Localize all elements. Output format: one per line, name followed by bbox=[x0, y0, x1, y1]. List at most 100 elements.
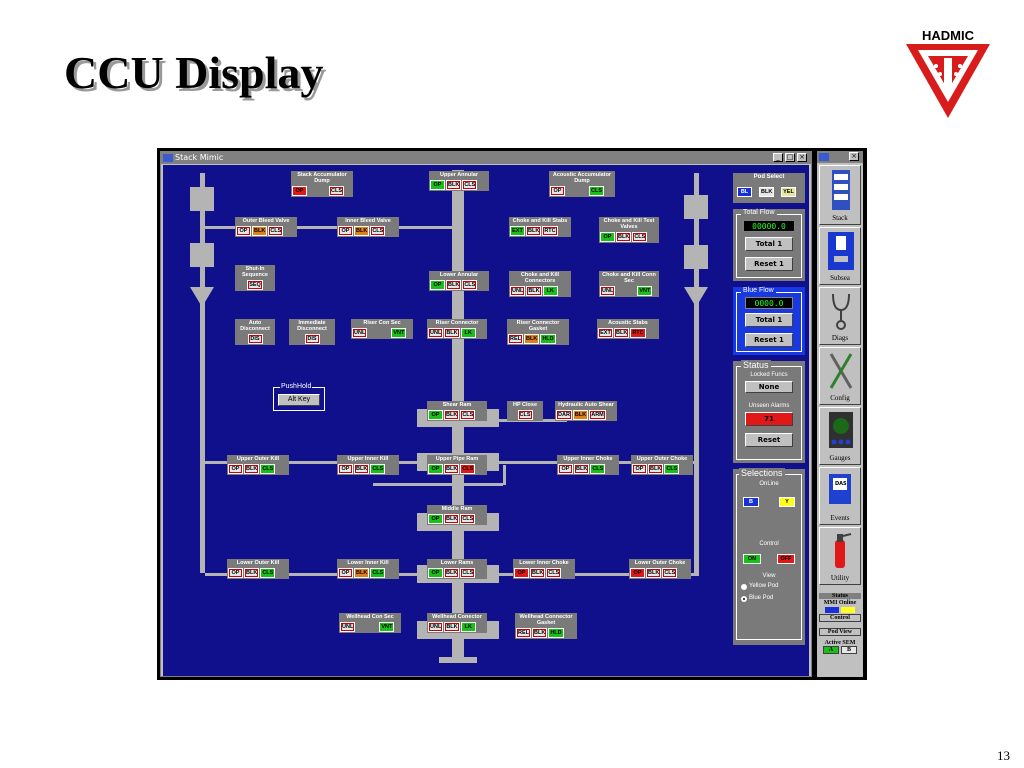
cls-button[interactable]: CLS bbox=[329, 186, 344, 196]
vnt-button[interactable]: VNT bbox=[391, 328, 407, 338]
cls-button[interactable]: CLS bbox=[260, 568, 276, 578]
blk-button[interactable]: BLK bbox=[354, 568, 370, 578]
op-button[interactable]: OP bbox=[550, 186, 565, 196]
blk-button[interactable]: BLK bbox=[444, 568, 460, 578]
cls-button[interactable]: CLS bbox=[260, 464, 276, 474]
op-button[interactable]: OP bbox=[228, 568, 243, 578]
lk-button[interactable]: LK bbox=[460, 622, 476, 632]
op-button[interactable]: OP bbox=[338, 568, 353, 578]
hld-button[interactable]: HLD bbox=[548, 628, 564, 638]
rtc-button[interactable]: RTC bbox=[630, 328, 646, 338]
blk-button[interactable]: BLK bbox=[526, 226, 542, 236]
unl-button[interactable]: UNL bbox=[510, 286, 526, 296]
utility-nav-button[interactable]: Utility bbox=[819, 527, 861, 585]
blk-button[interactable]: BLK bbox=[244, 464, 260, 474]
op-button[interactable]: OP bbox=[338, 226, 353, 236]
blk-button[interactable]: BLK bbox=[444, 464, 460, 474]
cls-button[interactable]: CLS bbox=[460, 514, 476, 524]
minimize-button[interactable]: _ bbox=[773, 153, 783, 162]
ext-button[interactable]: EXT bbox=[598, 328, 613, 338]
total-flow-reset-button[interactable]: Reset 1 bbox=[745, 257, 793, 271]
window-titlebar[interactable]: Stack Mimic _ □ × bbox=[161, 152, 811, 164]
rel-button[interactable]: REL bbox=[516, 628, 531, 638]
op-button[interactable]: OP bbox=[558, 464, 573, 474]
stack-nav-button[interactable]: Stack bbox=[819, 165, 861, 225]
op-button[interactable]: OP bbox=[236, 226, 251, 236]
subsea-nav-button[interactable]: Subsea bbox=[819, 227, 861, 285]
pod-yel-button[interactable]: YEL bbox=[781, 187, 796, 197]
op-button[interactable]: OP bbox=[430, 180, 445, 190]
blk-button[interactable]: BLK bbox=[572, 410, 589, 420]
cls-button[interactable]: CLS bbox=[664, 464, 680, 474]
cls-button[interactable]: CLS bbox=[460, 568, 476, 578]
vnt-button[interactable]: VNT bbox=[637, 286, 653, 296]
cls-button[interactable]: CLS bbox=[546, 568, 562, 578]
cls-button[interactable]: CLS bbox=[370, 226, 386, 236]
cls-button[interactable]: CLS bbox=[462, 180, 478, 190]
gauges-nav-button[interactable]: Gauges bbox=[819, 407, 861, 465]
total-flow-total-button[interactable]: Total 1 bbox=[745, 237, 793, 251]
online-y-button[interactable]: Y bbox=[779, 497, 795, 507]
blk-button[interactable]: BLK bbox=[532, 628, 548, 638]
cls-button[interactable]: CLS bbox=[268, 226, 284, 236]
op-button[interactable]: OP bbox=[632, 464, 647, 474]
op-button[interactable]: OP bbox=[430, 280, 445, 290]
op-button[interactable]: OP bbox=[292, 186, 307, 196]
blk-button[interactable]: BLK bbox=[244, 568, 260, 578]
seq-button[interactable]: SEQ bbox=[247, 280, 263, 290]
op-button[interactable]: OP bbox=[338, 464, 353, 474]
blk-button[interactable]: BLK bbox=[446, 280, 462, 290]
blk-button[interactable]: BLK bbox=[446, 180, 462, 190]
hld-button[interactable]: HLD bbox=[540, 334, 556, 344]
unl-button[interactable]: UNL bbox=[600, 286, 616, 296]
blk-button[interactable]: BLK bbox=[616, 232, 632, 242]
blk-button[interactable]: BLK bbox=[614, 328, 630, 338]
unl-button[interactable]: UNL bbox=[428, 328, 444, 338]
op-button[interactable]: OP bbox=[630, 568, 645, 578]
maximize-button[interactable]: □ bbox=[785, 153, 795, 162]
cls-button[interactable]: CLS bbox=[462, 280, 478, 290]
sem-b-button[interactable]: B bbox=[841, 646, 857, 654]
blk-button[interactable]: BLK bbox=[354, 226, 370, 236]
op-button[interactable]: OP bbox=[228, 464, 243, 474]
lk-button[interactable]: LK bbox=[460, 328, 476, 338]
status-reset-button[interactable]: Reset bbox=[745, 433, 793, 447]
blue-pod-radio[interactable] bbox=[741, 596, 747, 602]
close-button[interactable]: × bbox=[797, 153, 807, 162]
ext-button[interactable]: EXT bbox=[510, 226, 525, 236]
blk-button[interactable]: BLK bbox=[252, 226, 268, 236]
events-nav-button[interactable]: DAS Events bbox=[819, 467, 861, 525]
dis-button[interactable]: DIS bbox=[304, 334, 320, 344]
control-off-button[interactable]: OFF bbox=[777, 554, 795, 564]
blue-flow-reset-button[interactable]: Reset 1 bbox=[745, 333, 793, 347]
rtc-button[interactable]: RTC bbox=[542, 226, 558, 236]
yellow-pod-radio[interactable] bbox=[741, 584, 747, 590]
op-button[interactable]: OP bbox=[428, 568, 443, 578]
lk-button[interactable]: LK bbox=[542, 286, 558, 296]
arm-button[interactable]: ARM bbox=[589, 410, 606, 420]
op-button[interactable]: OP bbox=[428, 410, 443, 420]
config-nav-button[interactable]: Config bbox=[819, 347, 861, 405]
cls-button[interactable]: CLS bbox=[460, 410, 476, 420]
unl-button[interactable]: UNL bbox=[340, 622, 356, 632]
blk-button[interactable]: BLK bbox=[444, 328, 460, 338]
alt-key-button[interactable]: Alt Key bbox=[278, 394, 320, 406]
diags-nav-button[interactable]: Diags bbox=[819, 287, 861, 345]
sem-a-button[interactable]: A bbox=[823, 646, 839, 654]
online-b-button[interactable]: B bbox=[743, 497, 759, 507]
op-button[interactable]: OP bbox=[600, 232, 615, 242]
cls-button[interactable]: CLS bbox=[370, 568, 386, 578]
blk-button[interactable]: BLK bbox=[444, 514, 460, 524]
blk-button[interactable]: BLK bbox=[444, 410, 460, 420]
cls-button[interactable]: CLS bbox=[662, 568, 678, 578]
blk-button[interactable]: BLK bbox=[524, 334, 540, 344]
cls-button[interactable]: CLS bbox=[460, 464, 476, 474]
dis-button[interactable]: DIS bbox=[247, 334, 263, 344]
blk-button[interactable]: BLK bbox=[526, 286, 542, 296]
blk-button[interactable]: BLK bbox=[648, 464, 664, 474]
unl-button[interactable]: UNL bbox=[352, 328, 368, 338]
blk-button[interactable]: BLK bbox=[646, 568, 662, 578]
op-button[interactable]: OP bbox=[514, 568, 529, 578]
control-on-button[interactable]: ON bbox=[743, 554, 761, 564]
blue-flow-total-button[interactable]: Total 1 bbox=[745, 313, 793, 327]
